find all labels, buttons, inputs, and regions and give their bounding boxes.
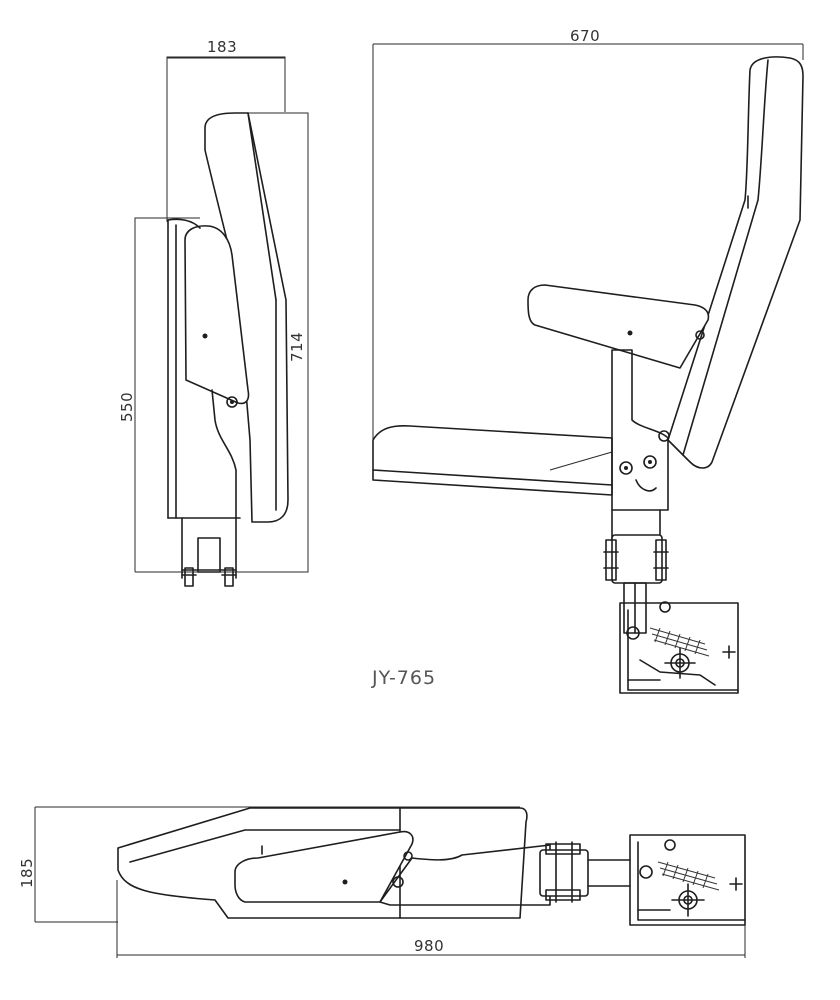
dim-line-714 [135,112,309,573]
dim-label-550: 550 [118,392,136,422]
side-view: 183 714 550 [118,38,309,587]
front-backrest [667,56,804,469]
folded-column [379,844,551,906]
dim-line-550 [134,217,200,572]
folded-view: 185 980 [18,806,746,958]
model-label: JY-765 [371,667,436,689]
dim-label-670: 670 [570,27,600,45]
folded-floor-mechanism [629,834,746,926]
dim-label-714: 714 [288,332,306,362]
dim-label-980: 980 [414,937,444,955]
seat-pan [184,225,250,405]
folded-seat [234,830,414,903]
front-armrest [527,284,710,369]
dim-label-183: 183 [207,38,237,56]
front-floor-mechanism [619,601,739,694]
folded-bracket [539,849,589,897]
dim-label-185: 185 [18,858,36,888]
dim-line-183 [166,56,286,59]
base-bolts [181,567,237,587]
front-view: 670 [372,27,804,694]
front-seat-base [372,425,613,496]
front-bracket [611,534,663,584]
front-column [611,349,669,511]
